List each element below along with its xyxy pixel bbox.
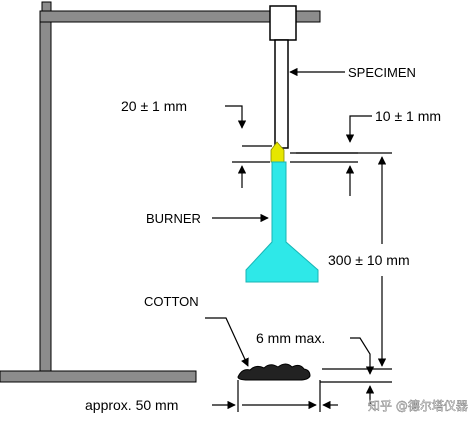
cotton-layer	[237, 363, 311, 381]
stand-vertical-rod	[39, 21, 52, 373]
burner	[245, 161, 319, 283]
specimen-bar	[274, 39, 289, 149]
label-flame-height: 20 ± 1 mm	[121, 98, 187, 114]
label-drop-height: 300 ± 10 mm	[328, 252, 410, 268]
label-cotton: COTTON	[144, 294, 199, 309]
label-burner-gap: 10 ± 1 mm	[375, 108, 441, 124]
stand-top-bar	[39, 10, 321, 23]
label-specimen: SPECIMEN	[348, 65, 416, 80]
label-burner: BURNER	[146, 211, 201, 226]
label-cotton-thickness: 6 mm max.	[256, 330, 325, 346]
ring-stand	[0, 1, 321, 383]
stand-base	[0, 370, 197, 383]
dimension-lines	[205, 67, 392, 412]
stand-clamp-knob	[41, 1, 52, 12]
label-cotton-width: approx. 50 mm	[85, 397, 178, 413]
watermark: 知乎 @德尔塔仪器	[368, 398, 468, 413]
specimen-clamp	[269, 5, 297, 41]
